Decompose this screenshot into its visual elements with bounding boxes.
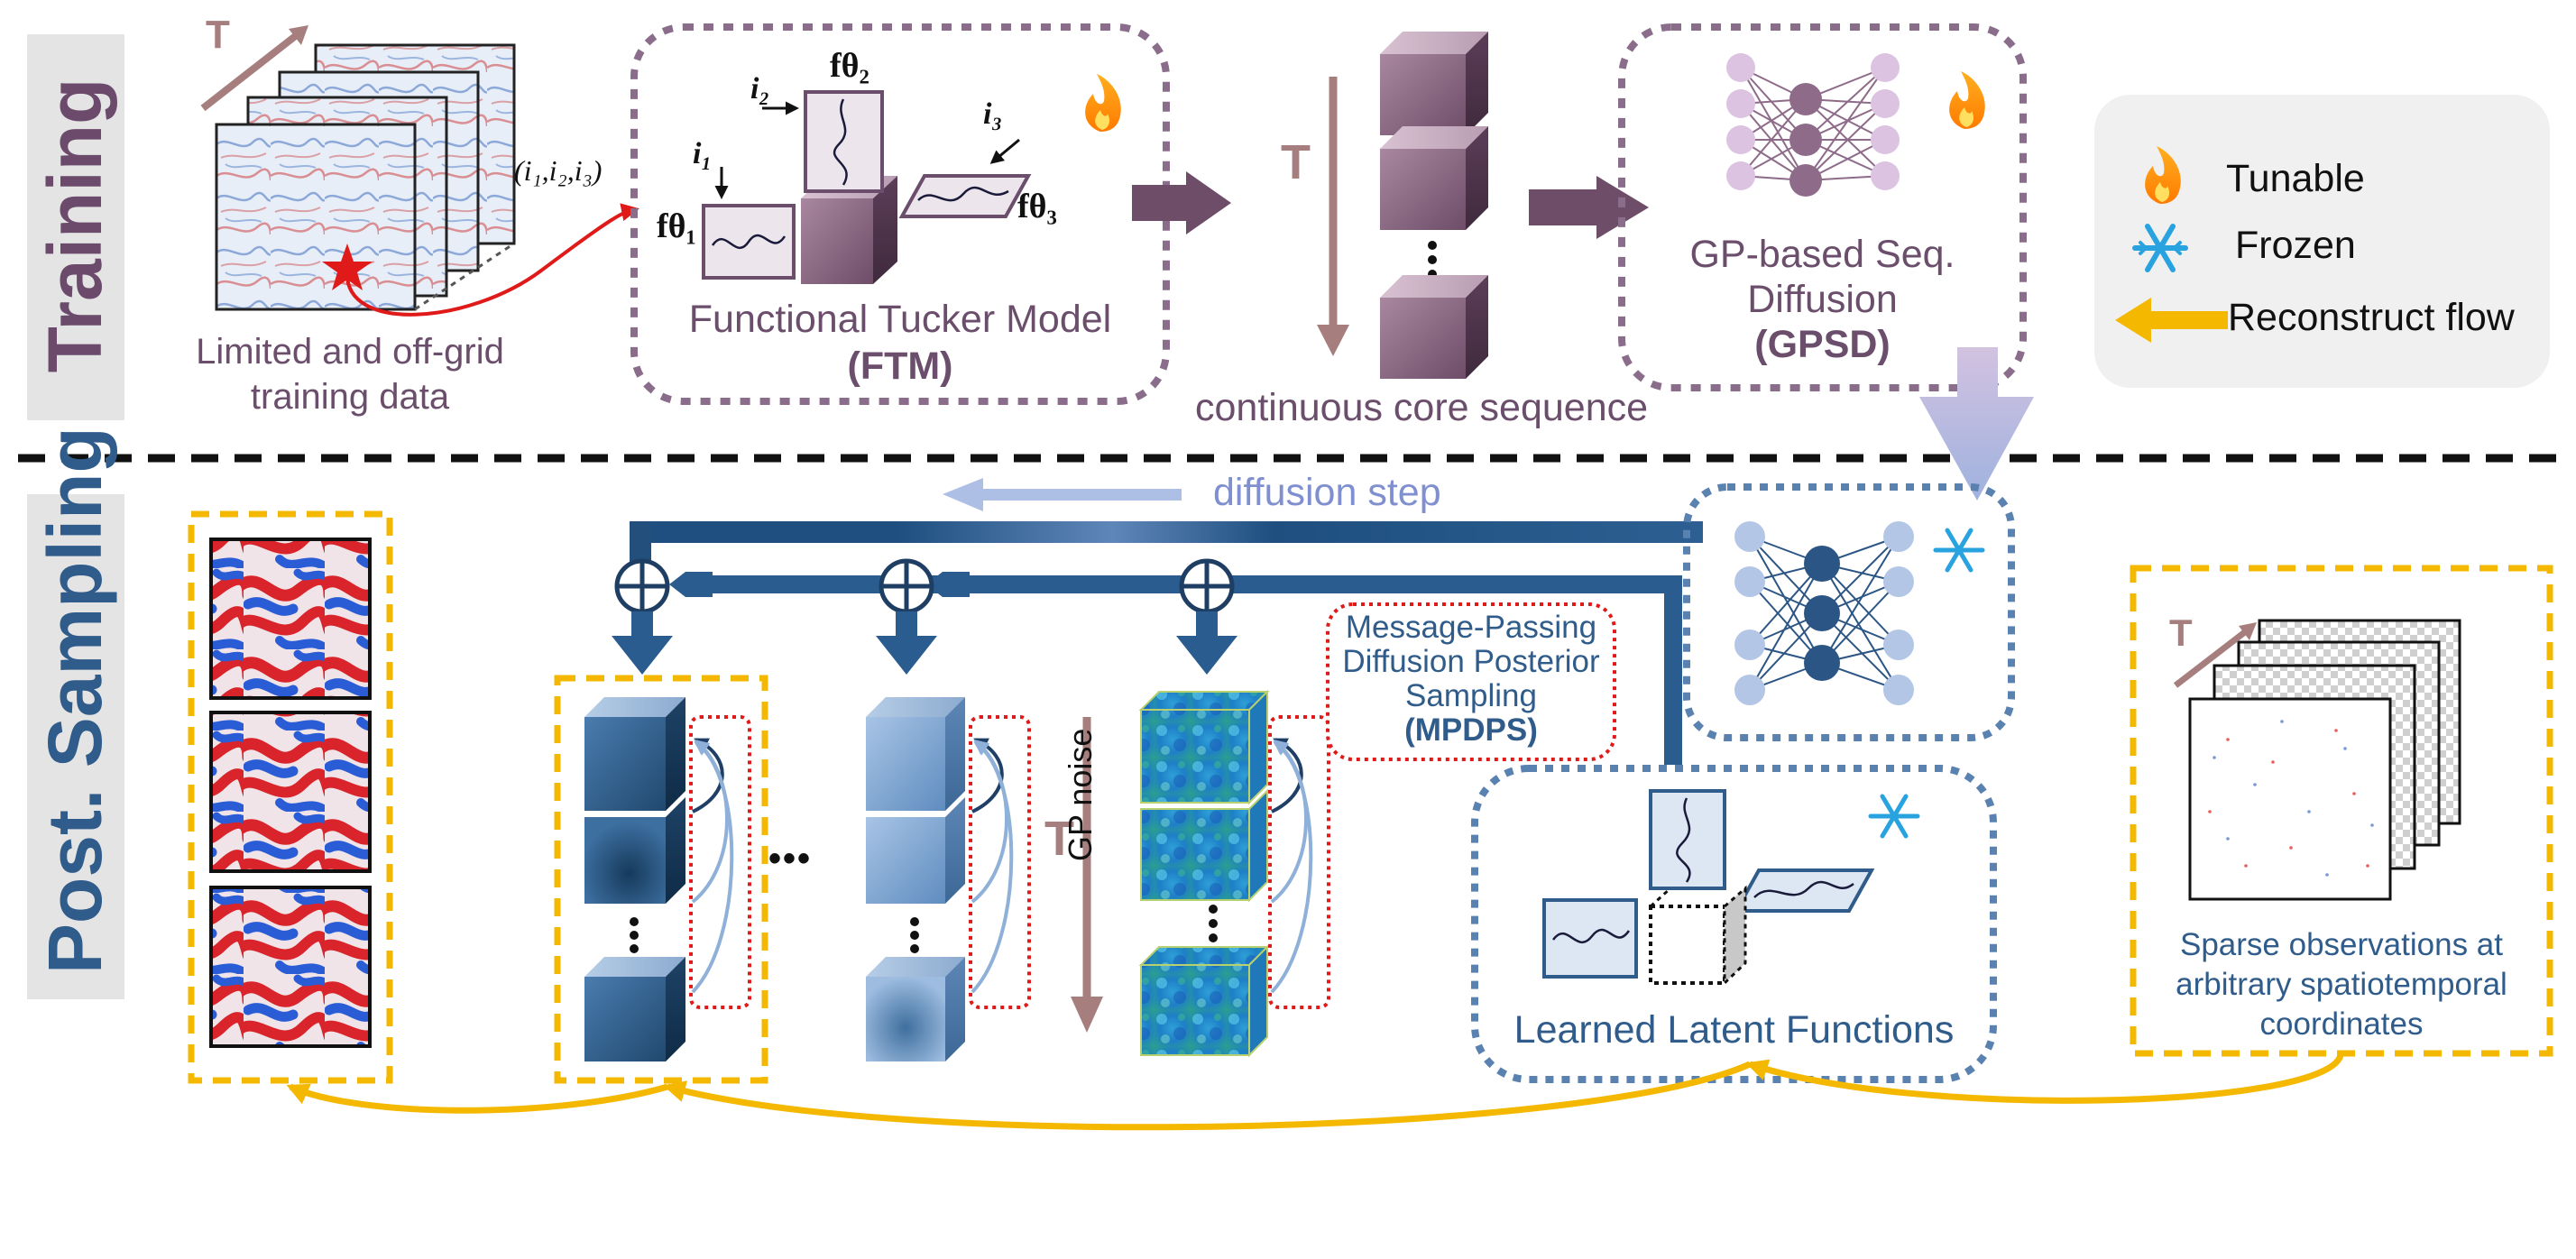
sampling-network-nodes [1734,521,1914,705]
gpsd-title-2: Diffusion [1747,278,1898,321]
noise-cubes [1138,689,1270,1058]
core-time-label: T [1281,135,1311,189]
feedback-pipe-vertical [1664,575,1682,765]
reconstruct-flow-arrow-2 [663,1061,1752,1131]
snowflake-icon [2132,224,2188,272]
index-label-1: i₁ [693,137,713,170]
ftm-to-core-arrow [1132,171,1231,234]
factor-label-1: fθ₁ [657,207,696,245]
star-icon [322,244,373,290]
ftm-title: Functional Tucker Model [688,298,1112,341]
mpdps-title-1: Message-Passing [1345,610,1597,645]
legend-tunable-label: Tunable [2226,157,2365,200]
factor-plot-3 [898,174,1032,218]
index-label-2: i₂ [750,72,770,106]
training-data-caption-2: training data [250,377,450,417]
training-data-caption-1: Limited and off-grid [196,332,504,372]
obs-time-arrow [2173,629,2249,688]
mpdps-box [1326,602,1616,761]
training-section-label: Training [32,78,117,373]
flame-icon [1949,71,1985,129]
factor-label-2: fθ₂ [830,47,869,85]
reconstruct-flow-arrow-1 [1745,1053,2344,1104]
intermediate-sequence-cubes [866,697,965,1061]
core-sequence-caption: continuous core sequence [1195,386,1649,429]
message-arrows-3 [1270,738,1313,994]
mpdps-abbr: (MPDPS) [1404,712,1538,748]
query-point-arrow [345,203,639,317]
mpdps-title-3: Sampling [1405,678,1537,713]
coordinate-label: (i₁,i₂,i₃) [514,154,603,187]
time-axis-label: T [206,13,230,57]
index-arrow-3 [989,138,1020,164]
gp-noise-label: GP noise [1062,728,1099,861]
final-sequence-box [554,675,768,1084]
yellow-arrow-icon [2115,298,2228,343]
message-arrows-1 [691,738,734,994]
gpsd-abbr: (GPSD) [1754,323,1891,366]
obs-time-arrowhead [2239,622,2257,640]
observations-box [2130,565,2553,1057]
time-axis-arrow [200,31,300,112]
snowflake-icon [1868,794,1920,839]
observations-caption-1: Sparse observations at [2180,927,2503,962]
latent-functions-diagram [1542,789,1875,987]
flame-icon [1085,74,1121,132]
core-time-arrowhead [1317,325,1349,356]
frozen-network-box [1683,483,2015,741]
time-axis-arrowhead [289,25,308,45]
gpsd-title-1: GP-based Seq. [1689,233,1955,276]
factor-label-3: fθ₃ [1017,188,1057,225]
flame-icon [2145,146,2181,204]
observations-caption-2: arbitrary spatiotemporal [2176,967,2507,1002]
latent-functions-label: Learned Latent Functions [1513,1008,1955,1052]
output-samples [209,538,372,1048]
reconstruct-flow-arrow-3 [286,1083,668,1114]
gpsd-network-icon [1740,67,1886,181]
legend-frozen-label: Frozen [2235,224,2356,267]
noise-time-arrowhead [1071,997,1103,1033]
noise-time-label: T [1044,812,1074,866]
observations-caption-3: coordinates [2259,1006,2424,1042]
factor-plot-2 [804,90,884,193]
core-sequence [1380,32,1488,379]
snowflake-icon [1933,528,1985,573]
obs-time-label: T [2169,611,2193,654]
message-arrows-2 [971,738,1014,994]
gpsd-to-network-arrow [1919,347,2034,501]
ftm-box [630,23,1170,405]
gpsd-network-nodes [1726,53,1900,197]
down-arrows [612,611,1237,675]
plus-nodes [614,558,1235,614]
diffusion-pipe [630,521,1703,543]
core-to-gpsd-arrow [1529,176,1649,239]
output-samples-box [188,510,393,1084]
sampling-tab [27,494,124,999]
training-data-stack [215,43,516,311]
factor-plot-1 [702,204,796,280]
legend-reconstruct-label: Reconstruct flow [2228,296,2515,339]
observation-stack [2188,619,2461,901]
ftm-abbr: (FTM) [847,345,953,388]
mpdps-title-2: Diffusion Posterior [1342,644,1600,679]
sampling-section-label: Post. Sampling [32,427,117,974]
diffusion-step-label: diffusion step [1213,471,1441,514]
index-label-3: i₃ [983,97,1003,131]
training-tab [27,34,124,420]
sequence-ellipsis: ••• [768,839,813,878]
final-sequence-cubes [584,697,685,1061]
diffusion-step-arrow [943,478,1182,511]
